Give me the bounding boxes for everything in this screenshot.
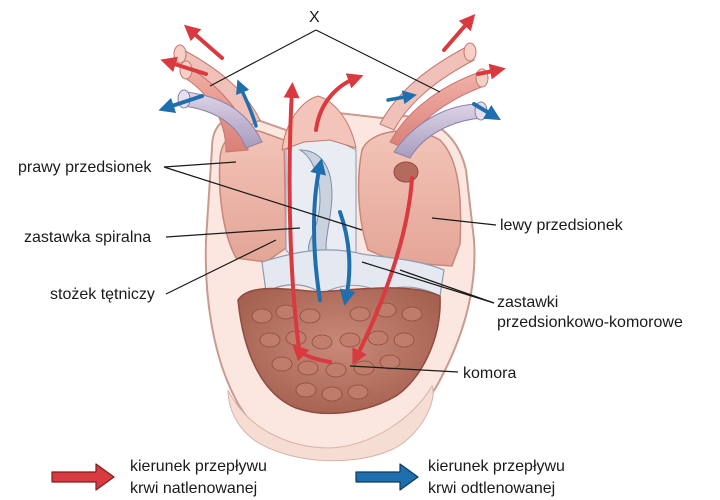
- red-arrow-exit-right: [476, 63, 506, 80]
- pulmonary-vein-opening: [393, 161, 419, 183]
- red-arrow-exit-right-top: [442, 13, 476, 52]
- blue-arrow-exit-left: [158, 94, 204, 114]
- blue-arrow-exit-right: [472, 102, 501, 121]
- blue-arrow-left-vessel: [236, 79, 258, 128]
- red-arrow-ventricle-out: [292, 344, 332, 364]
- right-great-vessels: [379, 42, 489, 159]
- ventricle-chamber: [237, 287, 441, 415]
- blue-arrow-conus-up: [310, 158, 326, 302]
- legend-deoxygenated-line1: kierunek przepływu: [428, 458, 565, 475]
- label-spiral-valve: zastawka spiralna: [24, 229, 152, 246]
- leader-x-right: [315, 29, 441, 93]
- blue-arrow-av-down: [338, 210, 356, 306]
- legend-arrow-oxygenated: [51, 463, 115, 491]
- legend-oxygenated-line1: kierunek przepływu: [130, 458, 267, 475]
- blue-arrow-right-vessel: [386, 90, 417, 105]
- marker-x: X: [309, 9, 320, 26]
- leader-conus: [165, 239, 277, 295]
- label-left-atrium: lewy przedsionek: [500, 217, 623, 234]
- leader-left-atrium: [431, 217, 497, 226]
- red-arrow-exit-left: [160, 56, 208, 76]
- leader-x-left: [209, 29, 317, 87]
- label-av-valves-line2: przedsionkowo-komorowe: [497, 314, 683, 331]
- legend-arrow-deoxygenated: [355, 463, 419, 491]
- red-arrow-conus-up: [283, 82, 302, 358]
- leader-spiral-valve: [165, 227, 301, 238]
- label-av-valves-line1: zastawki: [497, 294, 559, 311]
- left-great-vessels: [173, 44, 263, 153]
- red-arrow-trunk-right: [314, 73, 364, 132]
- leader-ventricle: [349, 365, 459, 373]
- label-ventricle: komora: [463, 365, 517, 382]
- leader-right-atrium-1: [163, 161, 237, 168]
- leader-lines: [163, 29, 497, 373]
- leader-av-valves-2: [399, 269, 495, 304]
- red-arrow-exit-left-top: [183, 24, 224, 60]
- red-arrow-left-atrium-down: [352, 176, 414, 366]
- leader-av-valves-1: [361, 261, 495, 304]
- flow-arrows: [158, 13, 506, 366]
- label-right-atrium: prawy przedsionek: [18, 159, 152, 176]
- legend-deoxygenated-line2: krwi odtlenowanej: [428, 480, 556, 497]
- leader-right-atrium-2: [163, 166, 363, 231]
- legend-oxygenated-line2: krwi natlenowanej: [130, 480, 258, 497]
- label-conus-arteriosus: stożek tętniczy: [50, 286, 155, 303]
